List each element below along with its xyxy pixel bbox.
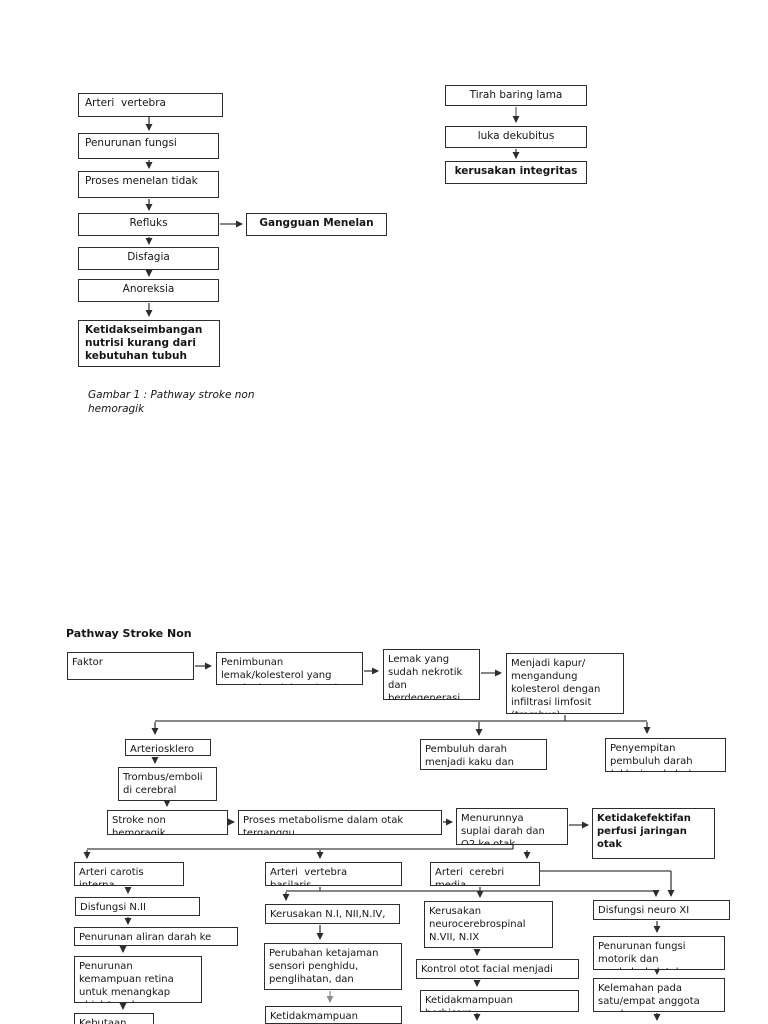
node-arteriosklero: Arteriosklero xyxy=(125,739,211,756)
node-kerusakan-n1: Kerusakan N.I, NII,N.IV, xyxy=(265,904,400,924)
node-refluks: Refluks xyxy=(78,213,219,236)
node-menurunnya-suplai: Menurunnya suplai darah dan O2 ke otak xyxy=(456,808,568,845)
node-anoreksia: Anoreksia xyxy=(78,279,219,302)
node-proses-metabolisme: Proses metabolisme dalam otak terganggu xyxy=(238,810,442,835)
node-lemak-nekrotik: Lemak yang sudah nekrotik dan berdegener… xyxy=(383,649,480,700)
node-arteri-vertebra-basilaris: Arteri vertebra basilaris xyxy=(265,862,402,886)
node-kerusakan-neurocerebrospinal: Kerusakan neurocerebrospinal N.VII, N.IX xyxy=(424,901,553,948)
node-disfungsi-neuro-xi: Disfungsi neuro XI xyxy=(593,900,730,920)
node-menjadi-kapur: Menjadi kapur/ mengandung kolesterol den… xyxy=(506,653,624,714)
figure-caption: Gambar 1 : Pathway stroke non hemoragik xyxy=(88,389,255,415)
node-faktor: Faktor xyxy=(67,652,194,680)
node-ketidakmampuan-sensori: Ketidakmampuan menghidu, melihat xyxy=(265,1006,402,1024)
node-arteri-vertebra: Arteri vertebra xyxy=(78,93,223,117)
pathway-heading: Pathway Stroke Non xyxy=(66,627,192,640)
node-gangguan-menelan: Gangguan Menelan xyxy=(246,213,387,236)
node-penyempitan-pembuluh: Penyempitan pembuluh darah (oklusi vasku… xyxy=(605,738,726,772)
node-penurunan-kemampuan-retina: Penurunan kemampuan retina untuk menangk… xyxy=(74,956,202,1003)
diagram1-connectors xyxy=(145,117,243,317)
node-penimbunan-lemak: Penimbunan lemak/kolesterol yang meningk… xyxy=(216,652,363,685)
node-proses-menelan: Proses menelan tidak xyxy=(78,171,219,198)
node-trombus-emboli: Trombus/emboli di cerebral xyxy=(118,767,217,801)
node-disfungsi-n2: Disfungsi N.II xyxy=(75,897,200,916)
node-tirah-baring: Tirah baring lama xyxy=(445,85,587,106)
node-kerusakan-integritas: kerusakan integritas xyxy=(445,161,587,184)
node-stroke-non: Stroke non hemoragik xyxy=(107,810,228,835)
node-arteri-cerebri: Arteri cerebri media xyxy=(430,862,540,886)
node-penurunan-aliran: Penurunan aliran darah ke xyxy=(74,927,238,946)
node-arteri-carotis: Arteri carotis interna xyxy=(74,862,184,886)
node-penurunan-fungsi: Penurunan fungsi xyxy=(78,133,219,159)
node-ketidakseimbangan-nutrisi: Ketidakseimbangan nutrisi kurang dari ke… xyxy=(78,320,220,367)
node-pembuluh-darah-kaku: Pembuluh darah menjadi kaku dan pecah xyxy=(420,739,547,770)
node-ketidakmampuan-berbicara: Ketidakmampuan berbicara xyxy=(420,990,579,1012)
node-kontrol-otot-facial: Kontrol otot facial menjadi xyxy=(416,959,579,979)
node-perubahan-ketajaman: Perubahan ketajaman sensori penghidu, pe… xyxy=(264,943,402,990)
node-ketidakefektifan-perfusi: Ketidakefektifan perfusi jaringan otak xyxy=(592,808,715,859)
node-disfagia: Disfagia xyxy=(78,247,219,270)
diagram3-connectors xyxy=(83,662,675,1021)
node-kelemahan-anggota: Kelemahan pada satu/empat anggota gerak xyxy=(593,978,725,1012)
node-penurunan-motorik: Penurunan fungsi motorik dan muskuloskel… xyxy=(593,936,725,970)
node-luka-dekubitus: luka dekubitus xyxy=(445,126,587,148)
node-kebutaan: Kebutaan xyxy=(74,1013,154,1024)
